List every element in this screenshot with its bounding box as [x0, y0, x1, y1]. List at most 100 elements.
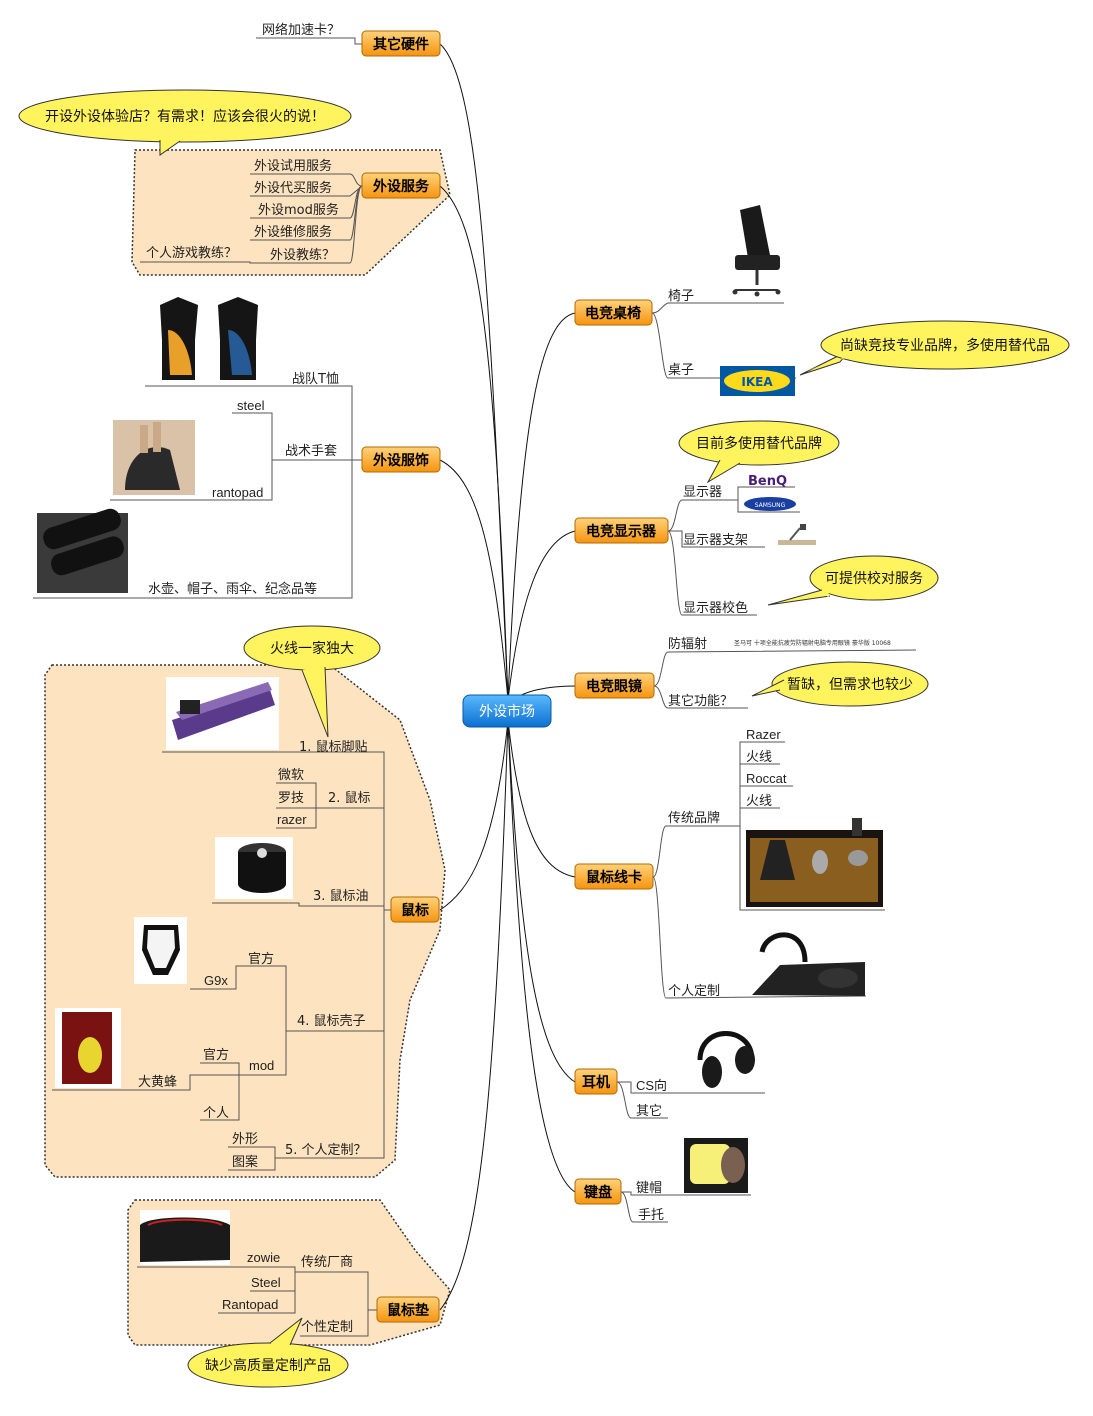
svg-text:开设外设体验店？有需求！应该会很火的说！: 开设外设体验店？有需求！应该会很火的说！	[45, 108, 325, 125]
mouse-node[interactable]	[390, 896, 440, 923]
main-branches	[439, 43, 576, 1311]
svg-text:外设服务: 外设服务	[373, 178, 430, 195]
svg-text:外形: 外形	[232, 1132, 258, 1147]
svg-text:外设试用服务: 外设试用服务	[254, 158, 332, 174]
svg-text:外设mod服务: 外设mod服务	[258, 202, 339, 218]
svg-text:Razer: Razer	[746, 727, 781, 742]
svg-text:显示器校色: 显示器校色	[683, 600, 748, 616]
ikea-logo: IKEA	[720, 366, 795, 396]
hardware-node[interactable]	[361, 30, 441, 57]
svg-text:显示器支架: 显示器支架	[683, 533, 748, 548]
svg-text:3. 鼠标油: 3. 鼠标油	[313, 889, 369, 904]
svg-text:Roccat: Roccat	[746, 771, 787, 786]
mouse-oil-image	[215, 837, 293, 899]
branch-glasses: 电竞眼镜 防辐射 其它功能？ 圣马可 十项全能抗疲劳防辐射电脑专用眼镜 豪华版 …	[574, 636, 929, 709]
svg-text:电竞桌椅: 电竞桌椅	[585, 305, 641, 322]
callout-monitor-note1: 目前多使用替代品牌	[678, 420, 840, 484]
svg-text:SAMSUNG: SAMSUNG	[755, 502, 786, 509]
callout-pad-note: 缺少高质量定制产品	[187, 1317, 349, 1388]
svg-text:图案: 图案	[232, 1155, 258, 1170]
svg-text:传统厂商: 传统厂商	[301, 1255, 353, 1270]
water-bottle-image	[37, 508, 128, 593]
mouse-group-bg	[44, 664, 446, 1178]
branch-service: 外设服务 外设试用服务 外设代买服务 外设mod服务 外设维修服务 外设教练？ …	[18, 89, 441, 264]
svg-text:尚缺竞技专业品牌，多使用替代品: 尚缺竞技专业品牌，多使用替代品	[840, 337, 1050, 354]
svg-text:罗技: 罗技	[278, 791, 304, 806]
branch-cable: 鼠标线卡 传统品牌 个人定制 Razer 火线 Roccat 火线	[574, 727, 885, 999]
mousepad-image	[140, 1210, 230, 1265]
svg-text:Rantopad: Rantopad	[222, 1297, 278, 1312]
mouse-feet-image	[166, 677, 279, 750]
svg-text:其它硬件: 其它硬件	[373, 36, 429, 53]
svg-text:个性定制: 个性定制	[301, 1320, 353, 1335]
center-node[interactable]: 外设市场	[462, 694, 552, 728]
svg-text:微软: 微软	[278, 768, 304, 783]
keycap-image	[684, 1138, 748, 1193]
callout-mouse-note: 火线一家独大	[243, 625, 381, 738]
svg-text:rantopad: rantopad	[212, 485, 263, 500]
keyboard-node[interactable]	[574, 1178, 622, 1205]
svg-text:水壶、帽子、雨伞、纪念品等: 水壶、帽子、雨伞、纪念品等	[148, 581, 317, 597]
svg-text:外设服饰: 外设服饰	[373, 452, 429, 469]
svg-text:战术手套: 战术手套	[285, 443, 337, 459]
svg-text:火线: 火线	[746, 750, 772, 765]
svg-text:传统品牌: 传统品牌	[668, 810, 720, 826]
svg-text:IKEA: IKEA	[741, 375, 773, 389]
svg-text:razer: razer	[277, 812, 307, 827]
team-tshirt-image	[160, 297, 258, 380]
branch-chair: 电竞桌椅 椅子 桌子 IKEA 尚缺竞技专业品牌，多使用替代品	[574, 205, 1070, 396]
headset-node[interactable]	[574, 1068, 618, 1095]
svg-text:Steel: Steel	[251, 1275, 281, 1290]
branch-mouse: 鼠标 1. 鼠标脚贴 2. 鼠标 微软 罗技 razer 3. 鼠标油 4. 鼠…	[52, 625, 440, 1171]
svg-text:目前多使用替代品牌: 目前多使用替代品牌	[696, 435, 822, 452]
svg-text:手托: 手托	[638, 1208, 664, 1223]
service-node[interactable]	[361, 172, 441, 199]
branch-monitor: 电竞显示器 显示器 显示器支架 显示器校色 BenQ SAMSUNG 目前多使用…	[574, 420, 939, 616]
samsung-logo: SAMSUNG	[744, 497, 796, 511]
callout-service-note: 开设外设体验店？有需求！应该会很火的说！	[18, 89, 352, 156]
apparel-node[interactable]	[361, 446, 441, 473]
svg-text:可提供校对服务: 可提供校对服务	[825, 570, 923, 587]
glove-image	[113, 420, 195, 495]
custom-bungee-image	[752, 932, 865, 996]
svg-text:暂缺，但需求也较少: 暂缺，但需求也较少	[787, 677, 913, 693]
svg-text:耳机: 耳机	[582, 1074, 610, 1091]
monitor-arm-image	[778, 524, 816, 545]
svg-text:外设教练？: 外设教练？	[270, 247, 335, 263]
g9x-shell-image	[134, 917, 187, 984]
branch-hardware: 其它硬件 网络加速卡？	[256, 22, 441, 57]
svg-text:防辐射: 防辐射	[668, 636, 707, 652]
branch-headset: 耳机 CS向 其它	[574, 1031, 765, 1119]
svg-text:电竞显示器: 电竞显示器	[586, 523, 657, 540]
monitor-node[interactable]	[574, 517, 669, 544]
chair-node[interactable]	[574, 299, 653, 326]
pad-node[interactable]	[376, 1296, 440, 1323]
svg-text:电竞眼镜: 电竞眼镜	[586, 678, 642, 695]
svg-text:G9x: G9x	[204, 973, 228, 988]
callout-monitor-note2: 可提供校对服务	[767, 555, 939, 606]
cable-node[interactable]	[574, 863, 654, 890]
svg-text:4. 鼠标壳子: 4. 鼠标壳子	[297, 1014, 366, 1029]
svg-text:外设市场: 外设市场	[479, 703, 535, 720]
callout-glasses-note: 暂缺，但需求也较少	[751, 661, 929, 707]
svg-text:官方: 官方	[248, 951, 274, 967]
branch-apparel: 外设服饰 战队T恤 战术手套 水壶、帽子、雨伞、纪念品等 steel ranto…	[33, 297, 441, 599]
svg-text:键盘: 键盘	[583, 1184, 612, 1201]
callout-chair-note: 尚缺竞技专业品牌，多使用替代品	[799, 320, 1070, 376]
svg-text:其它: 其它	[636, 1103, 662, 1119]
svg-text:个人游戏教练？: 个人游戏教练？	[146, 245, 237, 261]
svg-text:大黄蜂: 大黄蜂	[138, 1075, 177, 1090]
svg-text:显示器: 显示器	[683, 485, 722, 500]
svg-text:鼠标线卡: 鼠标线卡	[586, 869, 642, 886]
svg-text:火线: 火线	[746, 794, 772, 809]
svg-text:其它功能？: 其它功能？	[668, 693, 733, 709]
svg-text:个人定制: 个人定制	[668, 984, 720, 999]
svg-text:战队T恤: 战队T恤	[292, 372, 339, 387]
glasses-node[interactable]	[574, 672, 655, 699]
svg-text:桌子: 桌子	[668, 363, 694, 378]
branch-keyboard: 键盘 键帽 手托	[574, 1138, 751, 1223]
headset-image	[697, 1031, 755, 1088]
mouse-bungee-image	[746, 818, 883, 907]
